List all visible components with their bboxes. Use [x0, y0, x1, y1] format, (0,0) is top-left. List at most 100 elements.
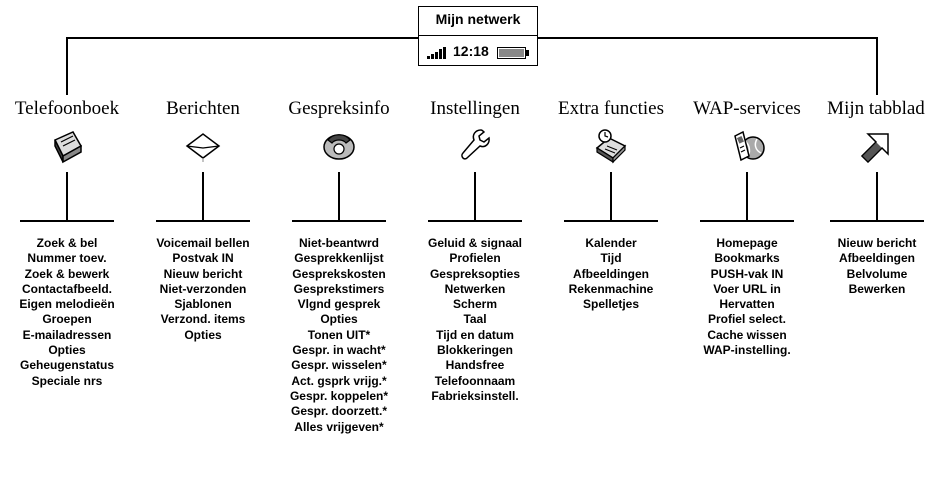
- bar-call-info: [292, 220, 386, 222]
- list-item: Taal: [463, 312, 487, 327]
- list-item: Afbeeldingen: [838, 251, 915, 266]
- bar-wap: [700, 220, 794, 222]
- list-item: Gesprekstimers: [293, 281, 385, 296]
- list-item: Kalender: [585, 236, 637, 250]
- list-item: Scherm: [452, 297, 498, 312]
- list-item: Gesprekskosten: [292, 266, 386, 281]
- list-item: E-mailadressen: [22, 327, 112, 342]
- list-item: Tijd en datum: [436, 327, 514, 342]
- list-item: Nieuw bericht: [837, 236, 917, 250]
- branch-line-wap: [746, 172, 748, 220]
- list-item: Rekenmachine: [568, 281, 654, 296]
- list-item: Homepage: [716, 236, 778, 250]
- bar-messages: [156, 220, 250, 222]
- list-item: Bookmarks: [714, 251, 780, 266]
- list-item: Handsfree: [445, 358, 505, 373]
- phonebook-icon: [53, 131, 83, 164]
- branch-line-call-info: [338, 172, 340, 220]
- bar-phonebook: [20, 220, 114, 222]
- network-name: Mijn netwerk: [435, 11, 521, 27]
- list-item: Profiel select.: [707, 312, 787, 327]
- phone-screen: Mijn netwerk 12:18: [418, 6, 538, 66]
- bar-settings: [428, 220, 522, 222]
- list-item: Zoek & bel: [36, 236, 98, 250]
- list-item: Opties: [320, 312, 358, 327]
- list-item: Geluid & signaal: [427, 236, 523, 250]
- list-item: Niet-beantwrd: [298, 236, 379, 250]
- list-item: Gespr. wisselen*: [291, 358, 387, 373]
- list-item: Contactafbeeld.: [21, 281, 112, 296]
- category-title-extras: Extra functies: [557, 98, 665, 119]
- list-item: Netwerken: [444, 281, 506, 296]
- list-item: Hervatten: [719, 297, 775, 312]
- arrow-icon: [860, 133, 889, 164]
- bar-my-tab: [830, 220, 924, 222]
- envelope-icon: [185, 133, 221, 162]
- branch-line-my-tab: [876, 172, 878, 220]
- menu-list-wap: Homepage Bookmarks PUSH-vak IN Voer URL …: [677, 236, 817, 358]
- menu-list-my-tab: Nieuw bericht Afbeeldingen Belvolume Bew…: [807, 236, 940, 297]
- list-item: Zoek & bewerk: [24, 266, 110, 281]
- list-item: Fabrieksinstell.: [431, 388, 519, 403]
- list-item: PUSH-vak IN: [710, 266, 784, 281]
- category-title-wap: WAP-services: [693, 98, 801, 119]
- list-item: Verzond. items: [160, 312, 246, 327]
- list-item: Cache wissen: [707, 327, 787, 342]
- category-title-my-tab: Mijn tabblad: [827, 98, 925, 119]
- wrench-icon: [461, 129, 490, 160]
- list-item: Belvolume: [846, 266, 908, 281]
- list-item: Eigen melodieën: [19, 297, 115, 312]
- list-item: Blokkeringen: [436, 343, 514, 358]
- list-item: Sjablonen: [174, 297, 232, 312]
- list-item: Gespr. doorzett.*: [290, 404, 388, 419]
- list-item: Spelletjes: [582, 297, 640, 312]
- branch-line-extras: [610, 172, 612, 220]
- menu-list-messages: Voicemail bellen Postvak IN Nieuw berich…: [133, 236, 273, 343]
- list-item: Opties: [184, 327, 222, 342]
- branch-line-phonebook: [66, 172, 68, 220]
- list-item: Gespr. in wacht*: [292, 343, 386, 358]
- list-item: Voer URL in: [713, 281, 781, 296]
- wap-globe-icon: [734, 130, 765, 162]
- category-title-settings: Instellingen: [430, 98, 520, 119]
- status-bar: 12:18: [425, 43, 531, 61]
- list-item: Gesprekkenlijst: [294, 251, 384, 266]
- list-item: Nieuw bericht: [163, 266, 243, 281]
- list-item: Telefoonnaam: [434, 373, 516, 388]
- list-item: Geheugenstatus: [19, 358, 115, 373]
- right-end-drop: [876, 37, 878, 95]
- list-item: Vlgnd gesprek: [297, 297, 381, 312]
- menu-list-extras: Kalender Tijd Afbeeldingen Rekenmachine …: [541, 236, 681, 312]
- signal-bars-icon: [427, 47, 446, 59]
- list-item: Voicemail bellen: [156, 236, 250, 250]
- list-item: Postvak IN: [172, 251, 234, 266]
- list-item: Tijd: [600, 251, 622, 266]
- menu-list-phonebook: Zoek & bel Nummer toev. Zoek & bewerk Co…: [0, 236, 137, 389]
- list-item: Profielen: [449, 251, 501, 266]
- branch-line-messages: [202, 172, 204, 220]
- battery-icon: [497, 47, 529, 59]
- handset-icon: [323, 134, 355, 160]
- list-item: Tonen UIT*: [307, 327, 371, 342]
- list-item: Niet-verzonden: [159, 281, 247, 296]
- clock-text: 12:18: [453, 43, 489, 59]
- branch-line-settings: [474, 172, 476, 220]
- category-title-messages: Berichten: [166, 98, 240, 119]
- list-item: Bewerken: [848, 281, 906, 296]
- list-item: Alles vrijgeven*: [294, 419, 384, 434]
- list-item: WAP-instelling.: [703, 343, 791, 358]
- list-item: Groepen: [42, 312, 92, 327]
- category-title-call-info: Gespreksinfo: [288, 98, 390, 119]
- list-item: Afbeeldingen: [572, 266, 649, 281]
- list-item: Gespr. koppelen*: [289, 388, 389, 403]
- list-item: Nummer toev.: [27, 251, 107, 266]
- left-end-drop: [66, 37, 68, 95]
- bar-extras: [564, 220, 658, 222]
- list-item: Opties: [48, 343, 86, 358]
- list-item: Speciale nrs: [31, 373, 103, 388]
- category-title-phonebook: Telefoonboek: [14, 98, 120, 119]
- screen-divider: [419, 35, 537, 36]
- menu-list-call-info: Niet-beantwrd Gesprekkenlijst Gespreksko…: [269, 236, 409, 435]
- list-item: Act. gsprk vrijg.*: [291, 373, 387, 388]
- menu-list-settings: Geluid & signaal Profielen Gespreksoptie…: [405, 236, 545, 404]
